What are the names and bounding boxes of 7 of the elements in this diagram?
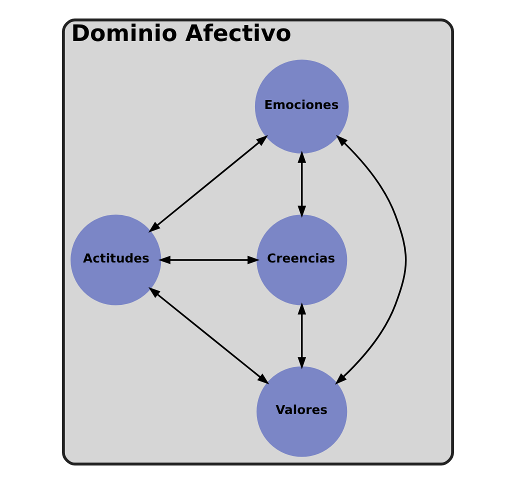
arrow — [298, 150, 306, 218]
arrow — [335, 135, 407, 385]
arrow — [298, 302, 306, 370]
node-circle: Creencias — [256, 214, 348, 306]
arrow — [158, 256, 260, 264]
arrow — [148, 287, 270, 384]
arrow — [148, 135, 268, 233]
